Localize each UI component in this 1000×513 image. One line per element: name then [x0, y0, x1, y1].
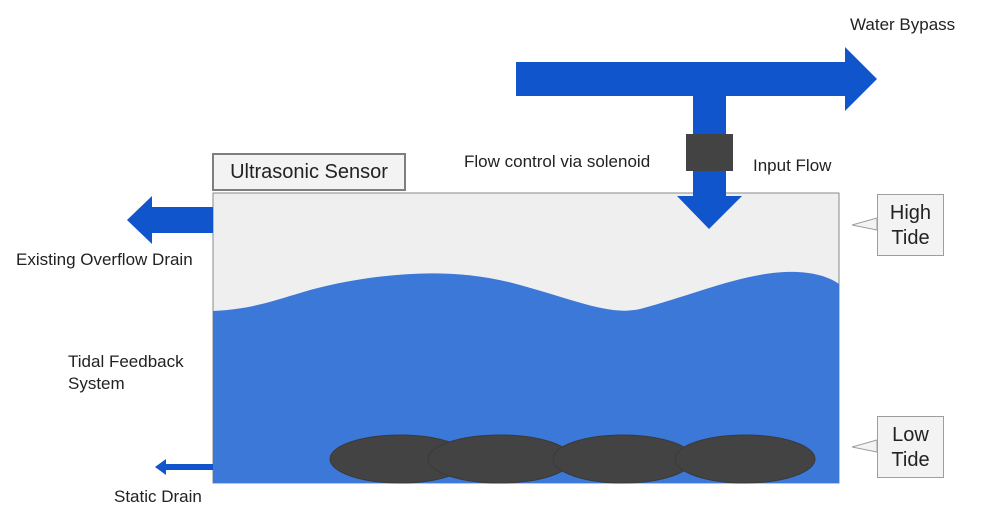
input-flow-arrow [677, 196, 742, 229]
rock-4 [674, 434, 816, 484]
static-drain-label: Static Drain [114, 487, 202, 506]
input-flow-label: Input Flow [753, 156, 832, 175]
flow-control-label: Flow control via solenoid [464, 152, 651, 171]
tidal-feedback-label-line1: Tidal Feedback [68, 352, 184, 371]
high-tide-pointer [851, 217, 878, 231]
tidal-feedback-label-line2: System [68, 374, 125, 393]
solenoid-valve [686, 134, 733, 171]
rock-2 [427, 434, 573, 484]
static-drain-arrow [155, 459, 213, 475]
low-tide-callout: Low Tide [877, 416, 944, 478]
low-tide-pointer [851, 439, 878, 453]
high-tide-label-line2: Tide [891, 227, 930, 249]
low-tide-label-line1: Low [892, 424, 929, 446]
rock-3 [552, 434, 694, 484]
high-tide-callout: High Tide [877, 194, 944, 256]
water-bypass-arrow [516, 47, 877, 111]
high-tide-label-line1: High [889, 202, 932, 224]
ultrasonic-sensor-box: Ultrasonic Sensor [212, 153, 406, 191]
low-tide-label-line2: Tide [891, 449, 930, 471]
tank-water-body [213, 271, 839, 483]
water-bypass-label: Water Bypass [850, 15, 956, 34]
overflow-drain-arrow [127, 196, 213, 244]
overflow-drain-label: Existing Overflow Drain [16, 250, 193, 269]
ultrasonic-sensor-label: Ultrasonic Sensor [230, 161, 388, 183]
